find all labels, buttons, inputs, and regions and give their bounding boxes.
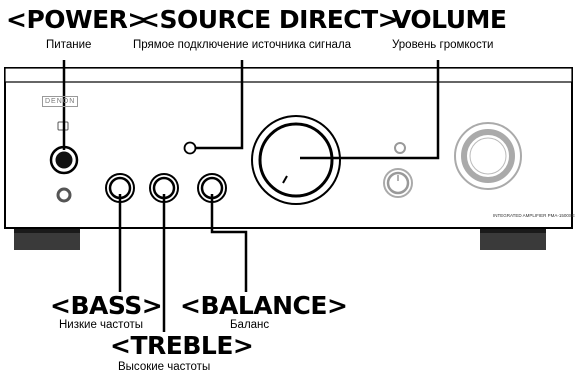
model-text: INTEGRATED AMPLIFIER PMA-1500SE — [493, 213, 575, 218]
source-direct-leader-line — [196, 60, 244, 150]
volume-label: VOLUME — [392, 5, 507, 34]
gray-button-icon — [394, 142, 406, 154]
left-foot — [14, 228, 80, 250]
power-subtitle: Питание — [46, 39, 92, 51]
bass-subtitle: Низкие частоты — [59, 319, 143, 331]
volume-subtitle: Уровень громкости — [392, 39, 494, 51]
source-direct-label: <SOURCE DIRECT> — [139, 5, 399, 34]
power-label: <POWER> — [6, 5, 148, 34]
treble-label: <TREBLE> — [110, 331, 254, 360]
balance-subtitle: Баланс — [230, 319, 270, 331]
leader-lines — [62, 60, 440, 332]
source-direct-subtitle: Прямое подключение источника сигнала — [133, 39, 352, 51]
top-edge — [4, 67, 573, 83]
headphone-jack-icon — [56, 187, 72, 203]
balance-leader-line — [210, 194, 248, 292]
source-direct-button-icon — [183, 141, 197, 155]
treble-subtitle: Высокие частоты — [118, 361, 211, 373]
volume-leader-line — [300, 60, 440, 160]
brand-logo: DENON — [42, 96, 79, 107]
right-foot — [480, 228, 546, 250]
balance-label: <BALANCE> — [180, 291, 348, 320]
bass-label: <BASS> — [50, 291, 163, 320]
